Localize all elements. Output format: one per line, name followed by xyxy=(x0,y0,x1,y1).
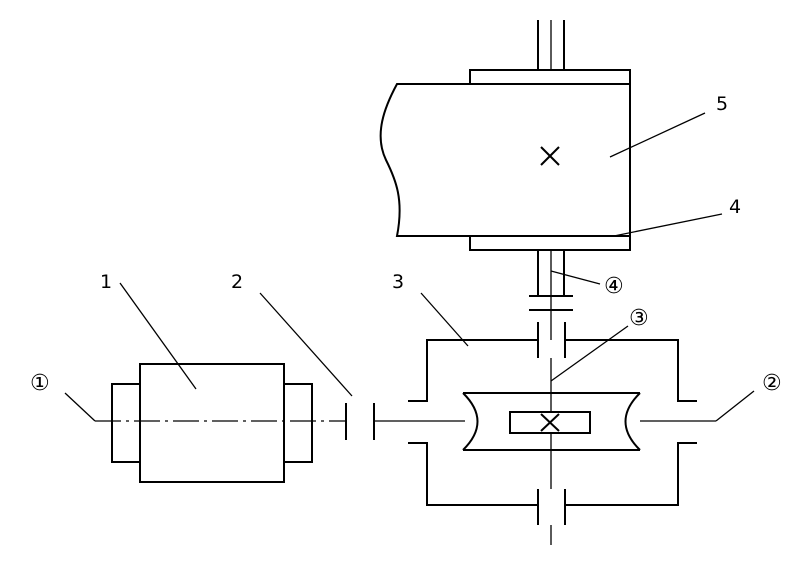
label-part-4: 4 xyxy=(729,196,741,218)
motor xyxy=(111,363,313,483)
drum-top-plate xyxy=(469,69,631,84)
worm-left-arc xyxy=(462,392,479,451)
leader-axis-1 xyxy=(64,392,96,422)
leader-5 xyxy=(609,112,706,158)
label-axis-1: ① xyxy=(30,371,50,396)
housing-bottom-right xyxy=(565,442,697,506)
motor-left-cap xyxy=(111,383,141,463)
support-plate xyxy=(469,236,631,251)
motor-right-cap xyxy=(283,383,313,463)
leader-axis-3 xyxy=(550,325,629,382)
housing-top-right xyxy=(565,339,697,402)
label-axis-2: ② xyxy=(762,371,782,396)
label-axis-4: ④ xyxy=(604,274,624,299)
housing-bottom-left xyxy=(408,442,538,506)
motor-body xyxy=(139,363,285,483)
leader-axis-4 xyxy=(550,270,601,285)
drum-assembly xyxy=(379,20,631,251)
worm-cross-b xyxy=(540,413,560,432)
labels: 1 2 3 4 5 ① ② ③ ④ xyxy=(30,93,782,396)
leader-1 xyxy=(119,282,197,390)
leader-2 xyxy=(259,292,353,397)
housing-top-left xyxy=(408,339,538,402)
leader-lines xyxy=(64,112,755,422)
worm-core xyxy=(509,411,591,434)
label-part-2: 2 xyxy=(231,271,243,293)
drum-center-cross-b xyxy=(540,146,560,166)
label-part-1: 1 xyxy=(100,271,112,293)
gearbox-housing xyxy=(408,322,697,525)
vertical-shaft-4 xyxy=(529,250,573,340)
leader-4 xyxy=(613,213,723,237)
label-part-3: 3 xyxy=(392,271,404,293)
leader-axis-2 xyxy=(715,390,755,422)
label-part-5: 5 xyxy=(716,93,728,115)
leader-3 xyxy=(420,292,469,347)
label-axis-3: ③ xyxy=(629,306,649,331)
drum-body xyxy=(379,83,631,237)
worm-right-arc xyxy=(624,392,641,451)
coupling xyxy=(345,403,375,440)
